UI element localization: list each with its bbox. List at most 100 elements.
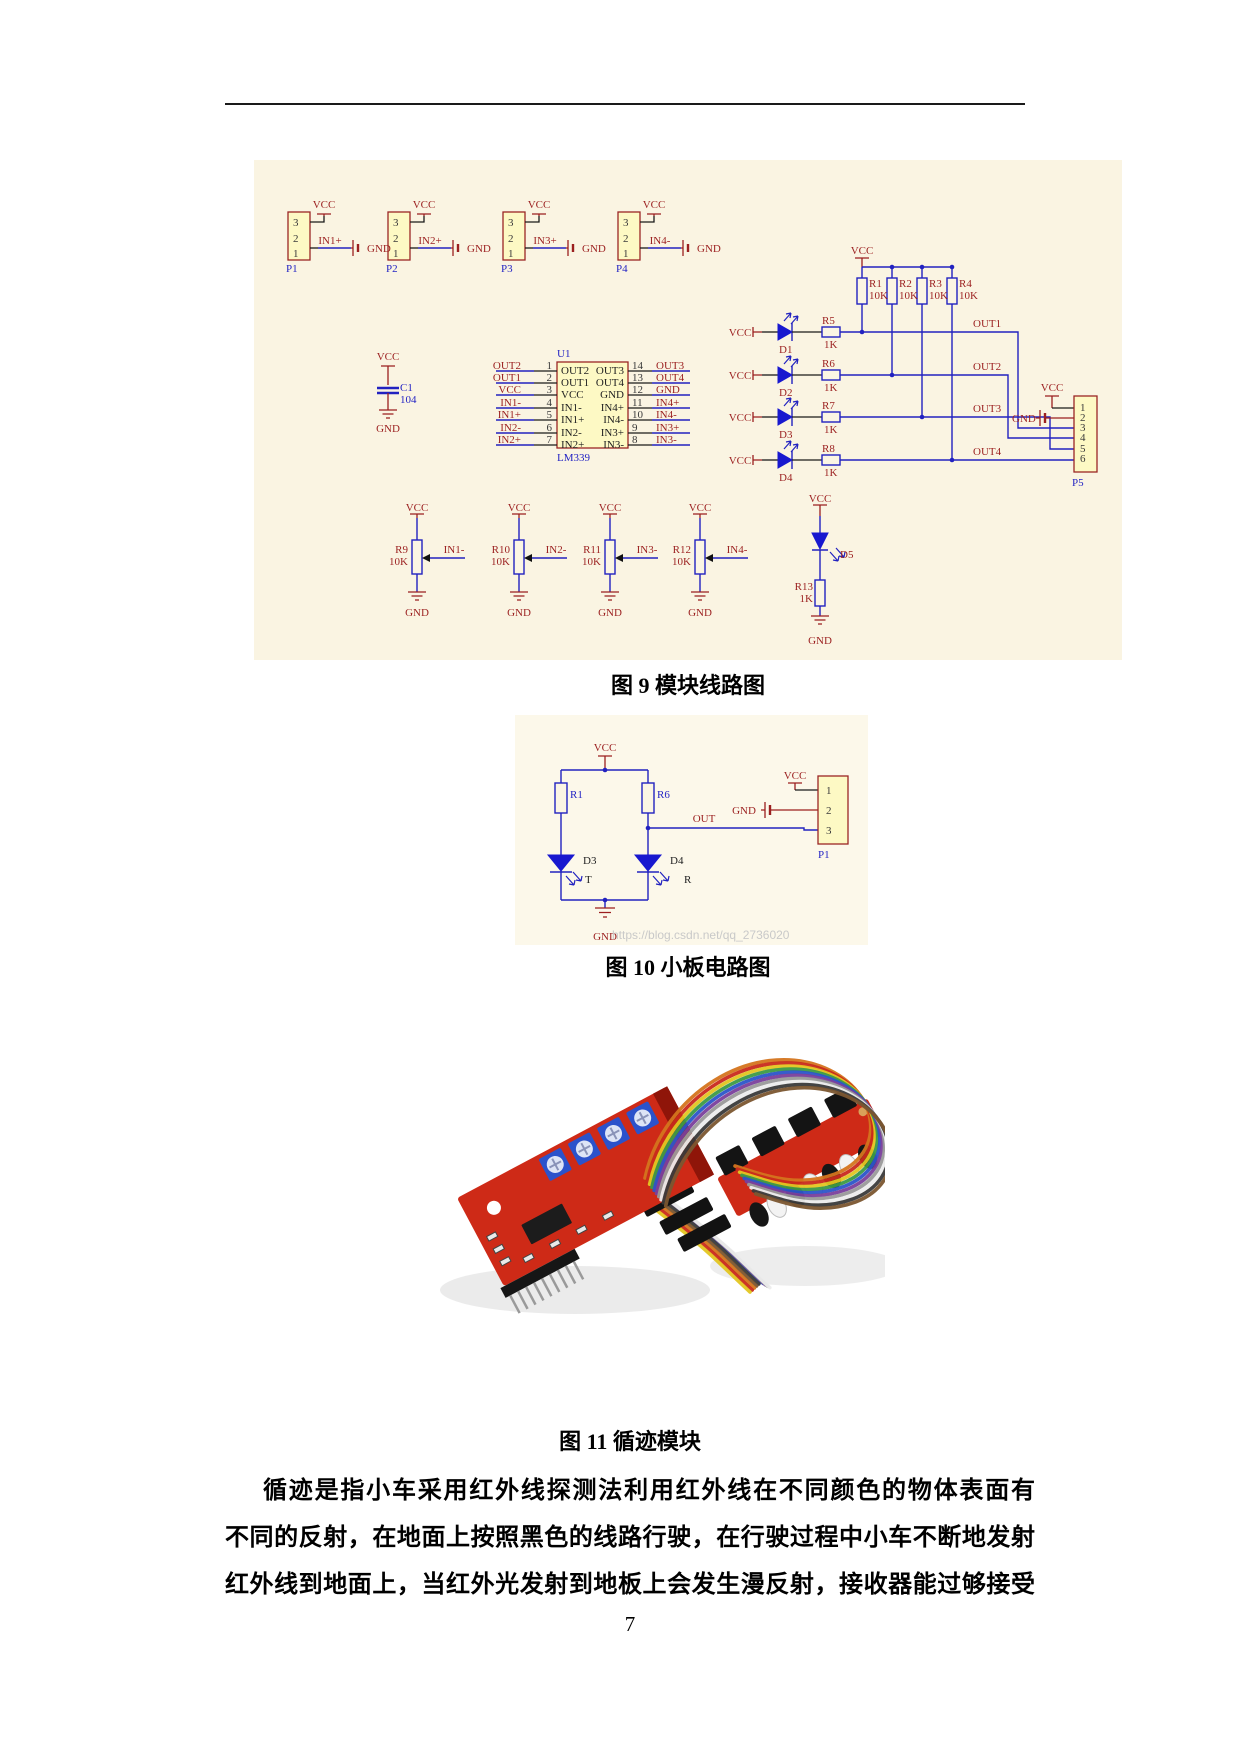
schematic-label: R4 [959,278,972,290]
figure11-photo [435,1028,900,1330]
schematic-label: GND [405,607,429,619]
schematic-label: OUT3 [656,360,685,372]
schematic-label: IN3+ [656,422,679,434]
schematic-label: GND [598,607,622,619]
schematic-label: 1K [824,339,838,351]
schematic-label: OUT2 [561,365,589,377]
schematic-label: GND [593,931,617,943]
schematic-label: 12 [632,384,643,396]
schematic-label: IN1+ [561,414,584,426]
tracking-module-photo [440,1058,900,1314]
schematic-label: P1 [286,263,298,275]
jumper-wires-loop [643,1058,894,1211]
schematic-label: VCC [689,502,712,514]
schematic-label: VCC [729,370,752,382]
pot-r12 [690,513,749,601]
schematic-label: GND [688,607,712,619]
pot-r10 [509,513,568,601]
schematic-label: IN2- [561,427,582,439]
comparator-ic-chip [521,1203,572,1245]
schematic-label: D4 [670,855,684,867]
pullup-resistors-r1-r4 [855,257,958,463]
schematic-label: 10K [959,290,978,302]
schematic-label: OUT1 [561,377,589,389]
schematic-label: VCC [729,455,752,467]
page-number: 7 [624,1612,636,1636]
schematic-label: IN1- [500,397,521,409]
schematic-label: 1K [824,424,838,436]
schematic-label: 10K [389,556,408,568]
schematic-label: R5 [822,315,835,327]
schematic-label: 10K [672,556,691,568]
figure9-caption: 图 9 模块线路图 [610,673,765,698]
schematic-label: IN1- [561,402,582,414]
schematic-label: 3 [826,825,832,837]
module-circuit-diagram: VCC321IN1+GNDP1VCC321IN2+GNDP2VCC321IN3+… [286,199,1098,647]
schematic-label: R2 [899,278,912,290]
schematic-label: OUT4 [596,377,625,389]
schematic-label: OUT4 [656,372,685,384]
schematic-label: 2 [623,233,629,245]
schematic-label: R11 [583,544,601,556]
schematic-label: 3 [293,217,299,229]
schematic-label: GND [600,389,624,401]
schematic-label: GND [367,243,391,255]
schematic-label: 4 [547,397,553,409]
schematic-label: R1 [570,789,583,801]
schematic-label: IN3- [603,439,624,451]
body-paragraph: 循迹是指小车采用红外线探测法利用红外线在不同颜色的物体表面有 不同的反射，在地面… [225,1468,1035,1609]
schematic-label: 2 [508,233,514,245]
schematic-label: R9 [395,544,408,556]
sensor-connectors [715,1087,857,1176]
schematic-label: GND [656,384,680,396]
schematic-label: VCC [561,389,584,401]
schematic-label: 1K [824,382,838,394]
schematic-label: VCC [377,351,400,363]
schematic-label: GND [376,423,400,435]
schematic-label: 6 [1080,453,1086,465]
schematic-label: 2 [826,805,832,817]
schematic-label: VCC [406,502,429,514]
schematic-label: OUT3 [973,403,1002,415]
pot-r9 [407,513,466,601]
pot-r11 [600,513,659,601]
schematic-label: R12 [673,544,691,556]
schematic-label: 9 [632,422,638,434]
schematic-label: IN4- [727,544,748,556]
schematic-label: 1 [293,248,299,260]
schematic-label: 104 [400,394,417,406]
led-output-rows [752,312,1074,470]
schematic-label: 11 [632,397,643,409]
schematic-label: IN3+ [533,235,556,247]
schematic-label: D5 [840,549,854,561]
paragraph-line: 循迹是指小车采用红外线探测法利用红外线在不同颜色的物体表面有 [263,1478,1035,1504]
schematic-label: IN3+ [601,427,624,439]
schematic-label: 1K [800,593,814,605]
schematic-label: 10 [632,409,644,421]
schematic-label: R1 [869,278,882,290]
schematic-label: IN1+ [498,409,521,421]
schematic-label: IN2- [546,544,567,556]
schematic-label: 10K [582,556,601,568]
schematic-label: GND [697,243,721,255]
schematic-label: VCC [729,327,752,339]
schematic-label: 2 [393,233,399,245]
schematic-label: GND [1012,413,1036,425]
schematic-label: 13 [632,372,644,384]
schematic-label: 1 [393,248,399,260]
schematic-label: D2 [779,387,792,399]
schematic-label: IN2+ [418,235,441,247]
paragraph-line: 红外线到地面上，当红外光发射到地板上会发生漫反射，接收器能过够接受 [225,1572,1035,1598]
header-pins [509,1261,585,1314]
schematic-label: 6 [547,422,553,434]
shadow [440,1266,710,1314]
schematic-label: 10K [491,556,510,568]
schematic-label: 8 [632,434,638,446]
schematic-label: 2 [547,372,553,384]
schematic-label: 10K [869,290,888,302]
schematic-label: VCC [809,493,832,505]
schematic-label: IN2- [500,422,521,434]
